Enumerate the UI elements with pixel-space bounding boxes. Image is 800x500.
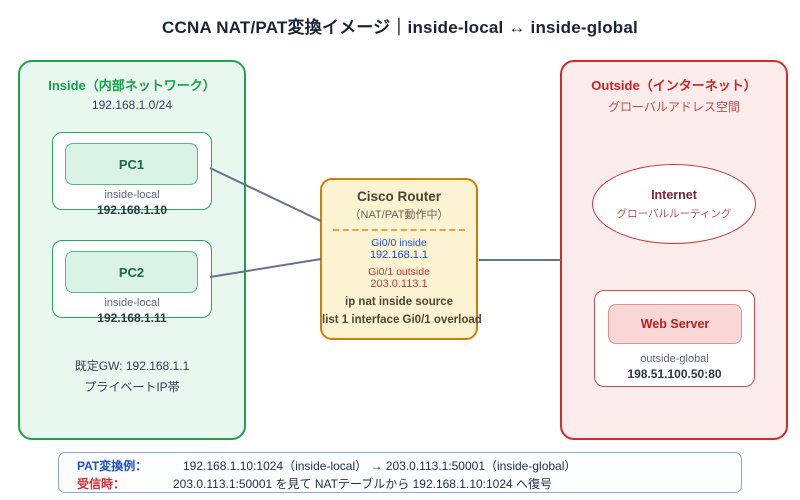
default-gateway-text: 既定GW: 192.168.1.1 <box>74 359 190 373</box>
pat-example-panel: PAT変換例： 192.168.1.10:1024（inside-local） … <box>58 452 742 493</box>
pat-example-label: PAT変換例： <box>77 459 148 473</box>
internet-label: Internet <box>651 187 697 202</box>
router-inside-if-label: Gi0/0 inside <box>371 237 427 249</box>
web-server-node: Web Server outside-global 198.51.100.50:… <box>594 290 755 387</box>
inside-zone-title: Inside（内部ネットワーク） <box>48 78 216 93</box>
pc1-ip: 192.168.1.10 <box>96 203 168 217</box>
inside-zone-subnet: 192.168.1.0/24 <box>91 98 173 112</box>
router-inside-if-ip: 192.168.1.1 <box>369 249 429 261</box>
web-server-role: outside-global <box>640 353 709 365</box>
pat-example-row: PAT変換例： 192.168.1.10:1024（inside-local） … <box>77 457 741 475</box>
pc2-role: inside-local <box>104 297 160 309</box>
outside-zone-title: Outside（インターネット） <box>591 78 757 93</box>
router-outside-if-label: Gi0/1 outside <box>368 266 430 278</box>
router-nat-config-line2: list 1 interface Gi0/1 overload <box>322 314 482 326</box>
private-ip-note: プライベートIP帯 <box>84 380 180 394</box>
pc2-ip: 192.168.1.11 <box>97 311 167 325</box>
outside-zone: Outside（インターネット） グローバルアドレス空間 Internet グロ… <box>560 60 788 440</box>
pat-receive-label: 受信時： <box>77 477 126 491</box>
inside-zone: Inside（内部ネットワーク） 192.168.1.0/24 PC1 insi… <box>18 60 246 440</box>
router-divider <box>333 229 465 231</box>
pc2-node: PC2 inside-local 192.168.1.11 <box>52 240 212 325</box>
inside-gateway-note: 既定GW: 192.168.1.1 プライベートIP帯 <box>20 356 244 398</box>
cisco-router-node: Cisco Router （NAT/PAT動作中） Gi0/0 inside 1… <box>320 178 482 340</box>
pc2-label: PC2 <box>65 251 198 293</box>
router-title: Cisco Router <box>356 189 441 204</box>
diagram-title: CCNA NAT/PAT変換イメージ｜inside-local ↔ inside… <box>162 18 638 37</box>
pc1-label: PC1 <box>65 143 198 185</box>
router-subtitle: （NAT/PAT動作中） <box>349 209 449 221</box>
pat-receive-text: 203.0.113.1:50001 を見て NATテーブルから 192.168.… <box>173 477 553 491</box>
outside-zone-subtitle: グローバルアドレス空間 <box>608 100 740 114</box>
pc1-role: inside-local <box>104 189 160 201</box>
router-outside-if-ip: 203.0.113.1 <box>370 278 428 290</box>
pat-example-text: 192.168.1.10:1024（inside-local） → 203.0.… <box>183 459 577 473</box>
internet-cloud: Internet グローバルルーティング <box>592 164 756 244</box>
pc1-node: PC1 inside-local 192.168.1.10 <box>52 132 212 217</box>
pat-receive-row: 受信時： 203.0.113.1:50001 を見て NATテーブルから 192… <box>77 475 741 493</box>
web-server-address: 198.51.100.50:80 <box>627 367 722 381</box>
router-nat-config-line1: ip nat inside source <box>345 296 453 308</box>
web-server-label: Web Server <box>608 304 742 344</box>
internet-note: グローバルルーティング <box>616 207 732 220</box>
